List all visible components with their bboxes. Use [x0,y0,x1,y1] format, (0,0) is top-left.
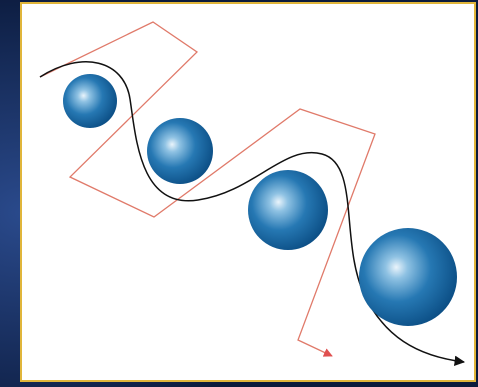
control-polygon [40,22,375,356]
spline-diagram [22,4,474,380]
sphere-2 [147,118,213,184]
sphere-4 [359,228,457,326]
sphere-1 [63,74,117,128]
sphere-3 [248,170,328,250]
white-canvas-panel [20,2,476,382]
